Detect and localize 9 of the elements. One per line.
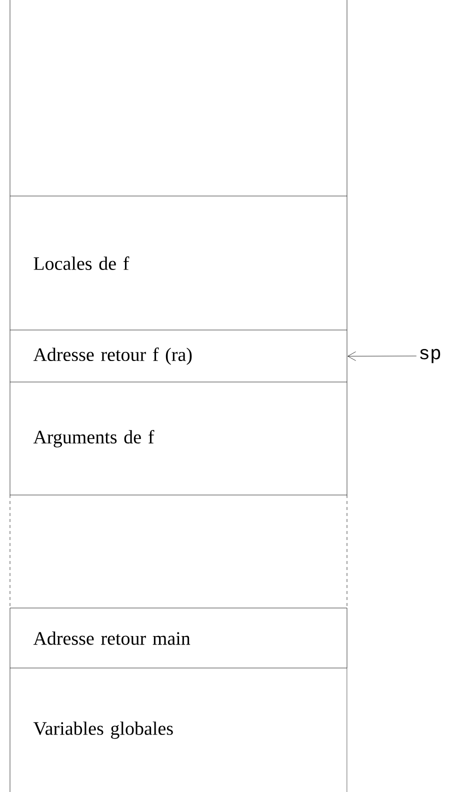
stack-slot: Arguments de f xyxy=(10,382,348,496)
stack-slot: Locales de f xyxy=(10,196,348,330)
stack-slot: Adresse retour f (ra) xyxy=(10,330,348,382)
stack-slot xyxy=(10,0,348,196)
stack-slot: Adresse retour main xyxy=(10,608,348,668)
stack-slot xyxy=(10,494,348,608)
stack-slot: Variables globales xyxy=(10,668,348,792)
pointer-label: sp xyxy=(420,348,440,364)
arrow xyxy=(348,351,417,361)
